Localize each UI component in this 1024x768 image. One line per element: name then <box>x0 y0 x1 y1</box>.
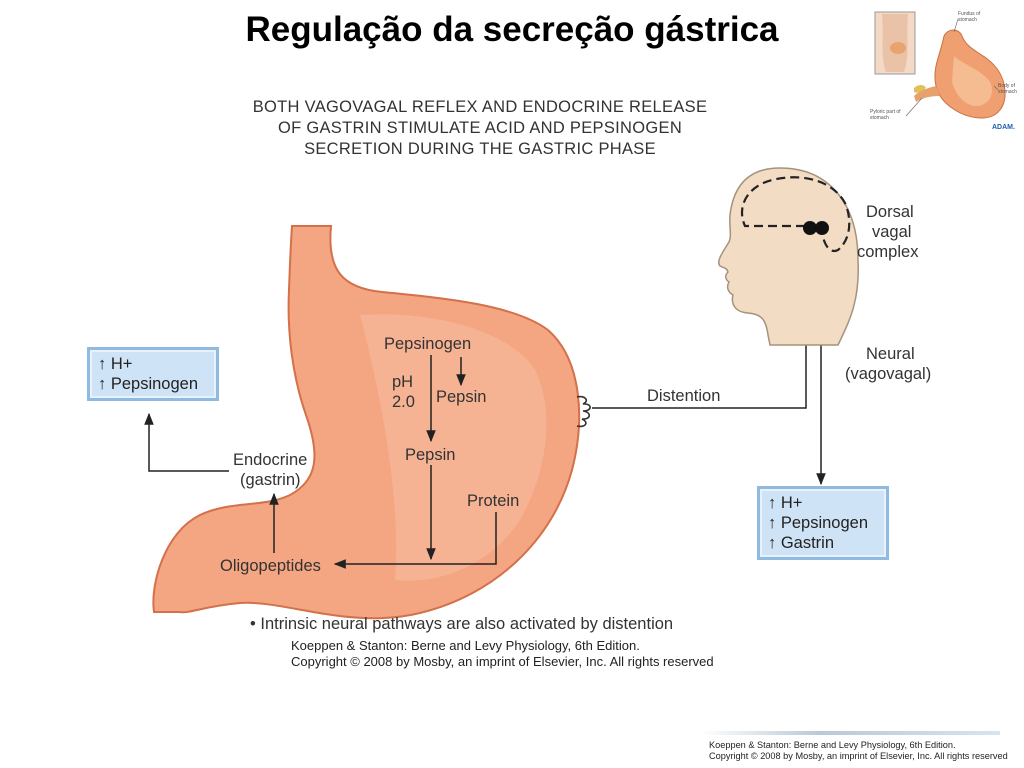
right-box-line-1: ↑ H+ <box>768 494 803 512</box>
torso-stomach-mini <box>890 42 906 54</box>
head-icon <box>717 167 859 346</box>
caption-line-1: BOTH VAGOVAGAL REFLEX AND ENDOCRINE RELE… <box>252 98 708 116</box>
page-title: Regulação da secreção gástrica <box>245 10 779 49</box>
arrow-endocrine-to-left-box <box>144 412 229 472</box>
leader-body <box>993 85 999 91</box>
distention-receptor-icon <box>576 395 591 428</box>
brain-outline <box>740 176 851 253</box>
footer-citation-line-1: Koeppen & Stanton: Berne and Levy Physio… <box>709 740 956 750</box>
label-distention: Distention <box>647 387 721 405</box>
label-vagal: vagal <box>872 223 912 241</box>
label-pepsinogen: Pepsinogen <box>384 335 472 353</box>
thumbnail-liver-hint <box>914 85 926 93</box>
thumbnail-label-fundus: Fundus of stomach <box>958 11 981 23</box>
leader-fundus <box>953 18 959 33</box>
label-complex: complex <box>857 243 919 261</box>
caption-line-3: SECRETION DURING THE GASTRIC PHASE <box>304 140 656 158</box>
thumbnail-stomach-highlight <box>952 56 993 106</box>
left-result-box: ↑ H+ ↑ Pepsinogen <box>87 347 219 401</box>
arrow-protein-to-oligopeptides <box>333 512 497 569</box>
label-protein: Protein <box>467 492 520 510</box>
dorsal-vagal-nucleus-right <box>815 221 829 235</box>
figure-citation: Koeppen & Stanton: Berne and Levy Physio… <box>291 638 714 670</box>
right-result-box: ↑ H+ ↑ Pepsinogen ↑ Gastrin <box>757 486 889 560</box>
right-box-line-3: ↑ Gastrin <box>768 534 835 552</box>
diagram-caption: BOTH VAGOVAGAL REFLEX AND ENDOCRINE RELE… <box>200 97 760 160</box>
label-pepsin-mid: Pepsin <box>405 446 456 464</box>
footer-citation-line-2: Copyright © 2008 by Mosby, an imprint of… <box>709 751 1008 761</box>
label-endocrine: Endocrine <box>233 451 308 469</box>
left-box-line-2: ↑ Pepsinogen <box>98 375 198 393</box>
thumbnail-label-pyloric: Pyloric part of stomach <box>870 109 901 121</box>
caption-line-2: OF GASTRIN STIMULATE ACID AND PEPSINOGEN <box>277 119 683 137</box>
label-ph: pH <box>392 373 414 391</box>
footer-divider <box>700 731 1000 735</box>
stomach-highlight <box>360 314 547 581</box>
label-ph-value: 2.0 <box>392 393 415 411</box>
label-pepsin-top: Pepsin <box>436 388 487 406</box>
figure-citation-line-1: Koeppen & Stanton: Berne and Levy Physio… <box>291 638 640 653</box>
thumbnail-art <box>874 11 1006 119</box>
bullet-note: • Intrinsic neural pathways are also act… <box>250 615 674 633</box>
label-neural: Neural <box>866 345 915 363</box>
thumbnail-label-body: Body of stomach <box>998 83 1017 95</box>
leader-pyloric <box>905 97 923 117</box>
thumbnail-pylorus <box>914 86 940 102</box>
label-gastrin: (gastrin) <box>240 471 301 489</box>
label-vagovagal: (vagovagal) <box>845 365 932 383</box>
adam-logo: ADAM. <box>992 124 1015 131</box>
left-box-line-1: ↑ H+ <box>98 355 133 373</box>
label-dorsal: Dorsal <box>866 203 914 221</box>
anatomy-thumbnail: Fundus of stomach Body of stomach Pylori… <box>862 6 1024 136</box>
footer-citation: Koeppen & Stanton: Berne and Levy Physio… <box>709 740 1008 762</box>
figure-citation-line-2: Copyright © 2008 by Mosby, an imprint of… <box>291 654 714 669</box>
dorsal-vagal-nucleus-left <box>803 221 817 235</box>
right-box-line-2: ↑ Pepsinogen <box>768 514 868 532</box>
label-oligopeptides: Oligopeptides <box>220 557 321 575</box>
